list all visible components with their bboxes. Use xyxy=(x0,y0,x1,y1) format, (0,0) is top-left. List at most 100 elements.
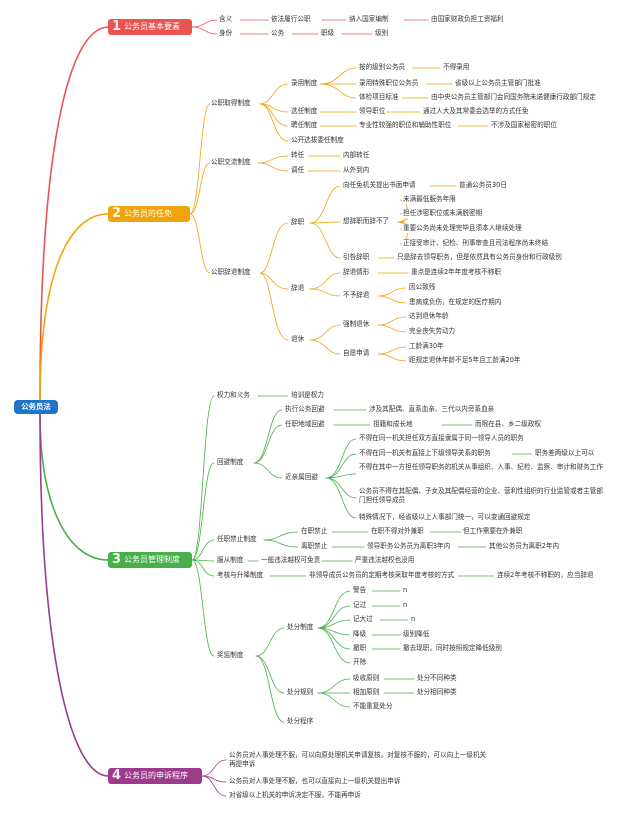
node-classified-post[interactable]: 担任涉密职位或未满脱密期 xyxy=(402,209,484,218)
node-kin-rule-2[interactable]: 不得在同一机关有直接上下级领导关系的职务 xyxy=(358,449,492,458)
node-leadership-post[interactable]: 领导职位 xyxy=(358,107,387,116)
node-no-dismissal[interactable]: 不予辞退 xyxy=(342,291,371,300)
node-training-right[interactable]: 培训是权力 xyxy=(290,391,325,400)
node-internal-transfer[interactable]: 内部转任 xyxy=(342,151,371,160)
node-different-kinds[interactable]: 处分不同种类 xyxy=(416,674,458,683)
node-dismissal-cases[interactable]: 辞退情形 xyxy=(342,268,371,277)
node-transfer[interactable]: 转任 xyxy=(290,151,306,160)
node-duty-avoidance[interactable]: 执行公务回避 xyxy=(284,405,326,414)
node-obedience[interactable]: 服从制度 xyxy=(216,556,245,565)
node-demotion[interactable]: 降级 xyxy=(352,630,368,639)
root-node[interactable]: 公务员法 xyxy=(14,400,58,414)
node-duty[interactable]: 公务 xyxy=(270,29,286,38)
node-retire-age[interactable]: 达到退休年龄 xyxy=(408,312,450,321)
node-keep-identity[interactable]: 只是辞去领导职务，但是依然具有公务员身份和行政级别 xyxy=(396,253,563,262)
node-major-demerit[interactable]: 记大过 xyxy=(352,615,374,624)
node-special-post[interactable]: 录用特殊职位公务员 xyxy=(358,79,420,88)
node-kin-rule-4[interactable]: 公务员不得在其配偶、子女及其配偶经营的企业、营利性组织的行业监管或者主管部门担任… xyxy=(358,487,606,505)
node-same-kinds[interactable]: 处分相同种类 xyxy=(416,688,458,697)
node-30-days[interactable]: 普通公务员30日 xyxy=(458,181,508,190)
node-voluntary-retire[interactable]: 自愿申请 xyxy=(342,349,371,358)
node-exchange-system[interactable]: 公职交流制度 xyxy=(210,158,252,167)
node-special-case[interactable]: 特殊情况下，经省级以上人事部门统一，可以变通回避规定 xyxy=(358,513,532,522)
node-two-years-fail[interactable]: 重点是连续2年年度考核不称职 xyxy=(410,268,502,277)
node-appeal-direct[interactable]: 公务员对人事处理不服，也可以直接向上一级机关提出申诉 xyxy=(228,777,402,786)
node-non-secret-post[interactable]: 不涉及国家秘密的职位 xyxy=(490,121,558,130)
node-state-staffing[interactable]: 纳入国家编制 xyxy=(348,15,390,24)
node-employment[interactable]: 聘任制度 xyxy=(290,121,319,130)
node-removal[interactable]: 撤职 xyxy=(352,644,368,653)
node-5-years-20[interactable]: 距规定退休年龄不足5年且工龄满20年 xyxy=(408,356,522,365)
node-no-hire[interactable]: 不得录用 xyxy=(442,63,471,72)
node-absorb-principle[interactable]: 吸收原则 xyxy=(352,674,381,683)
node-avoidance-system[interactable]: 回避制度 xyxy=(216,458,245,467)
node-kin-rule-3[interactable]: 不得在其中一方担任领导职务的机关从事组织、人事、纪检、监察、审计和财务工作 xyxy=(358,463,606,472)
node-exempt[interactable]: 一般违法越权可免责 xyxy=(260,556,322,565)
node-add-principle[interactable]: 相加原则 xyxy=(352,688,381,697)
node-public-duty[interactable]: 依法履行公职 xyxy=(270,15,312,24)
node-work-need-side-job[interactable]: 但工作需要在外兼职 xyxy=(462,527,524,536)
node-level-civil-servant[interactable]: 按的级别公务员 xyxy=(358,63,407,72)
node-no-double[interactable]: 不能重复处分 xyxy=(352,702,394,711)
node-hometown[interactable]: 祖籍和成长地 xyxy=(372,420,414,429)
node-expulsion[interactable]: 开除 xyxy=(352,658,368,667)
node-serious-violation[interactable]: 严重违法越权也没用 xyxy=(354,556,416,565)
node-annual-review[interactable]: 非领导成员公务员的定期考核采取年度考核的方式 xyxy=(308,571,456,580)
node-rank[interactable]: 职级 xyxy=(320,29,336,38)
node-provincial-approval[interactable]: 省级以上公务员主管部门批准 xyxy=(454,79,542,88)
node-reward-punishment[interactable]: 奖惩制度 xyxy=(216,651,245,660)
node-dismissal[interactable]: 辞退 xyxy=(290,284,306,293)
node-under-review[interactable]: 正接受审计、纪检、刑事审查且司法程序尚未终结 xyxy=(402,239,550,248)
node-open-selection[interactable]: 公开选拔委任制度 xyxy=(290,136,345,145)
node-sanction-procedure[interactable]: 处分程序 xyxy=(286,717,315,726)
node-retirement[interactable]: 退休 xyxy=(290,335,306,344)
node-30-years[interactable]: 工龄满30年 xyxy=(408,342,445,351)
node-identity[interactable]: 身份 xyxy=(218,29,234,38)
node-resignation[interactable]: 辞职 xyxy=(290,218,306,227)
node-appeal-review[interactable]: 公务员对人事处理不服，可以向原处理机关申请复核。对复核不服的，可以向上一级机关再… xyxy=(228,751,488,769)
node-congress-election[interactable]: 通过人大及其常委会选举的方式任免 xyxy=(422,107,530,116)
node-kin-rule-1[interactable]: 不得在同一机关担任双方直接隶属于同一领导人员的职务 xyxy=(358,434,525,443)
node-election[interactable]: 选任制度 xyxy=(290,107,319,116)
node-unfinished-affairs[interactable]: 重要公务尚未处理完毕且须本人继续处理 xyxy=(402,224,523,233)
node-dismiss-2-years[interactable]: 连续2年考核不称职的，应当辞退 xyxy=(496,571,595,580)
node-meaning[interactable]: 含义 xyxy=(218,15,234,24)
node-employment-ban[interactable]: 任职禁止制度 xyxy=(216,535,258,544)
node-appraisal[interactable]: 考核与升降制度 xyxy=(216,571,265,580)
node-cannot-resign[interactable]: 想辞职而辞不了 xyxy=(342,217,391,226)
node-injury-duty[interactable]: 因公致残 xyxy=(408,283,437,292)
node-central-rules[interactable]: 由中央公务员主管部门会同国务院未诺健康行政部门规定 xyxy=(430,93,597,102)
node-outside-in[interactable]: 从外到内 xyxy=(342,166,371,175)
node-professional-post[interactable]: 专业性较强的职位和辅助性职位 xyxy=(358,121,453,130)
node-state-finance[interactable]: 由国家财政负担工资福利 xyxy=(430,15,505,24)
node-kin-avoidance[interactable]: 近亲属回避 xyxy=(284,473,319,482)
node-leader-3-years[interactable]: 领导职务公务员为离职3年内 xyxy=(366,542,452,551)
node-county-township[interactable]: 而限在县、乡二级政权 xyxy=(474,420,542,429)
node-n-2[interactable]: n xyxy=(402,601,409,610)
node-sanction-system[interactable]: 处分制度 xyxy=(286,623,315,632)
node-region-avoidance[interactable]: 任职地域回避 xyxy=(284,420,326,429)
node-rights-obligations[interactable]: 权力和义务 xyxy=(216,391,251,400)
node-no-side-job[interactable]: 在职不得对外兼职 xyxy=(370,527,425,536)
node-mandatory-retire[interactable]: 强制退休 xyxy=(342,320,371,329)
node-sanction-rules[interactable]: 处分规则 xyxy=(286,688,315,697)
node-two-levels[interactable]: 职务差两级以上可以 xyxy=(534,449,596,458)
node-grade[interactable]: 级别 xyxy=(374,29,390,38)
node-n-3[interactable]: n xyxy=(410,615,417,624)
node-demerit[interactable]: 记过 xyxy=(352,601,368,610)
node-warning[interactable]: 警告 xyxy=(352,586,368,595)
node-appeal-final[interactable]: 对省级以上机关的申诉决定不服，不能再申诉 xyxy=(228,791,362,800)
node-leave-ban[interactable]: 离职禁止 xyxy=(300,542,329,551)
node-secondment[interactable]: 调任 xyxy=(290,166,306,175)
node-in-office-ban[interactable]: 在职禁止 xyxy=(300,527,329,536)
node-recruitment[interactable]: 录用制度 xyxy=(290,79,319,88)
node-others-2-years[interactable]: 其他公务员为离职2年内 xyxy=(488,542,561,551)
node-accountability-resign[interactable]: 引咎辞职 xyxy=(342,253,371,262)
node-acquisition-system[interactable]: 公职取得制度 xyxy=(210,99,252,108)
node-min-service[interactable]: 未满最低服务年限 xyxy=(402,195,457,204)
node-sick-leave[interactable]: 患病或负伤，在规定的医疗期内 xyxy=(408,298,503,307)
